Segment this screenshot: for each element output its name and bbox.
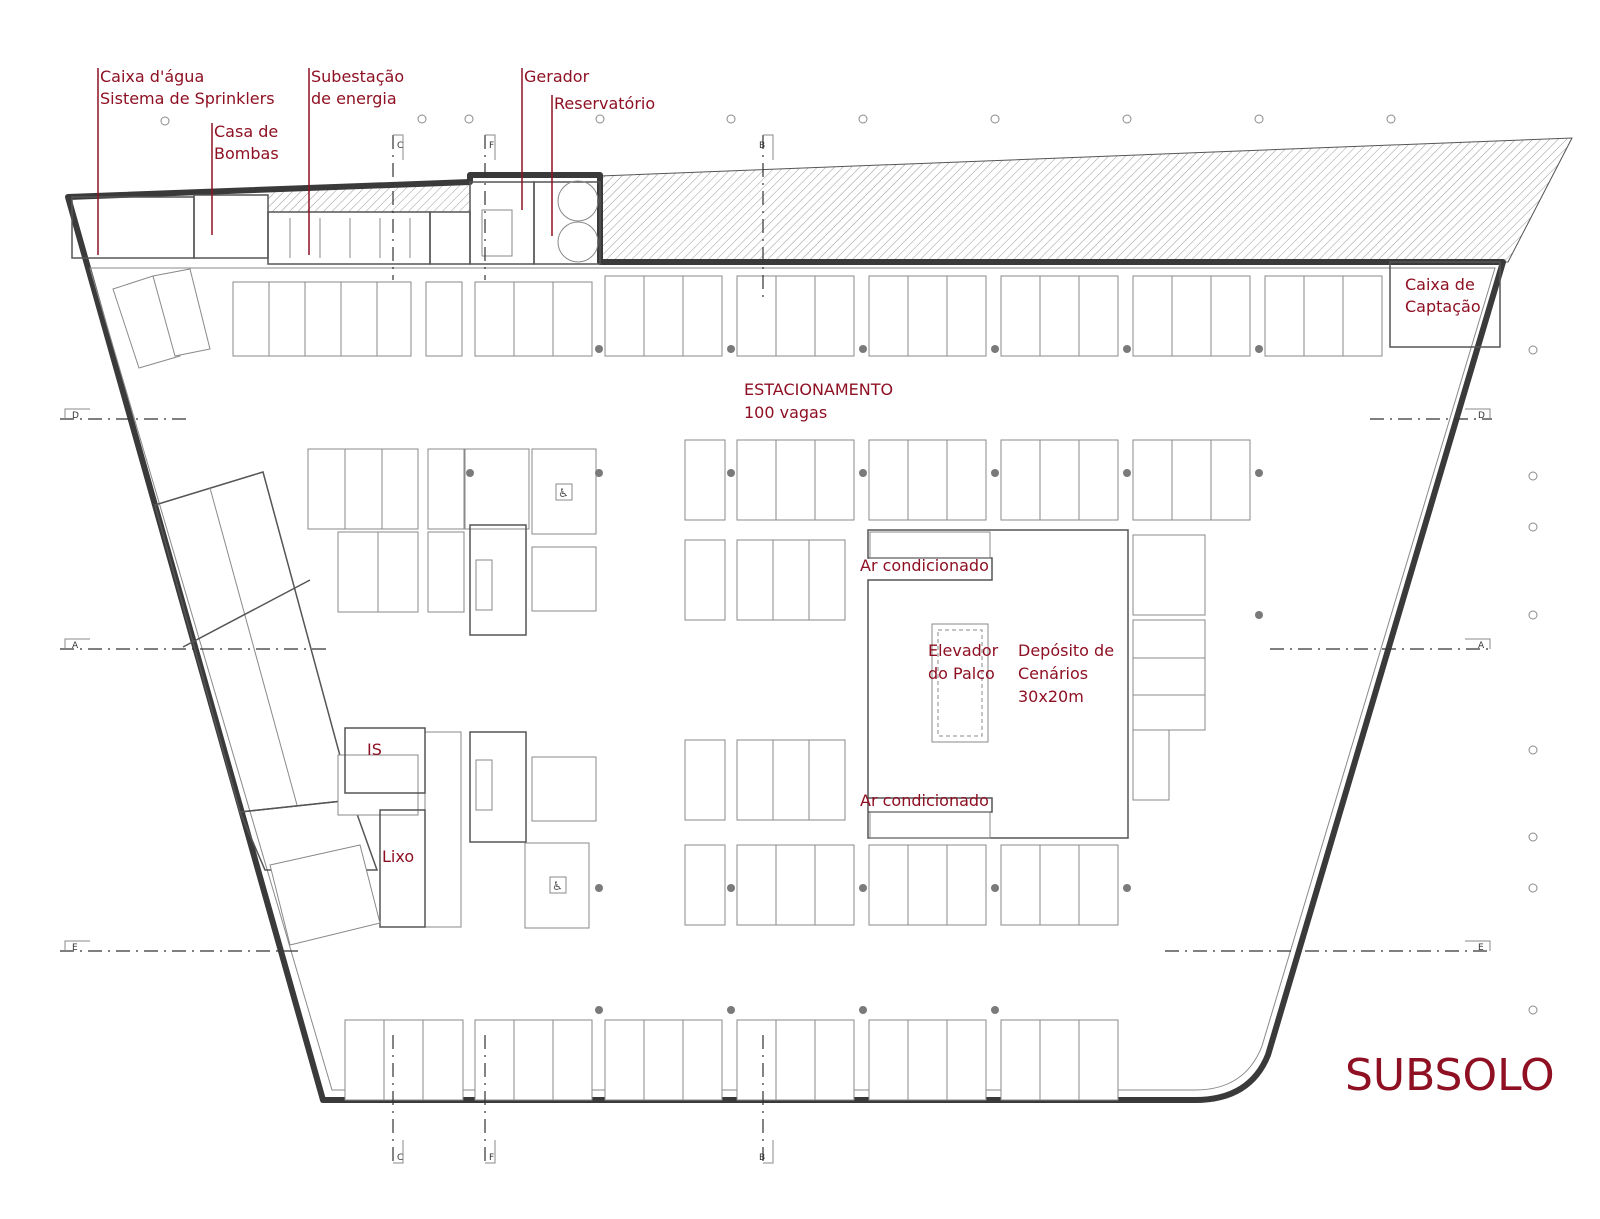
section-lines	[60, 135, 1492, 1163]
svg-text:♿: ♿	[552, 879, 563, 893]
label-captacao: Captação	[1405, 297, 1481, 316]
grid-axis-bubbles	[160, 114, 1538, 1015]
label-cenarios: Cenários	[1018, 664, 1088, 683]
label-elevador: Elevador	[928, 641, 999, 660]
label-leaders	[97, 68, 553, 255]
label-caixa-agua: Caixa d'água	[100, 67, 204, 86]
label-ar-condicionado-bottom: Ar condicionado	[860, 791, 989, 810]
section-mark-e-left: E	[72, 943, 78, 953]
ramp	[154, 471, 379, 871]
accessible-parking-icons: ♿ ♿	[549, 483, 573, 894]
label-subestacao: Subestação	[311, 67, 404, 86]
section-mark-f-bottom: F	[489, 1153, 494, 1163]
section-mark-d-right: D	[1478, 411, 1485, 421]
label-sprinklers: Sistema de Sprinklers	[100, 89, 275, 108]
section-mark-f-top: F	[489, 141, 494, 151]
label-do-palco: do Palco	[928, 664, 995, 683]
label-ar-condicionado-top: Ar condicionado	[860, 556, 989, 575]
parking-center-left	[307, 448, 597, 816]
label-is: IS	[367, 740, 382, 759]
deposito-room	[867, 529, 1129, 839]
label-gerador: Gerador	[524, 67, 590, 86]
svg-text:♿: ♿	[558, 486, 569, 500]
label-de-energia: de energia	[311, 89, 397, 108]
section-mark-c-top: C	[397, 141, 403, 151]
parking-center-left-lower	[344, 727, 597, 929]
section-markers: D D A A E E C F B C F B	[64, 134, 1491, 1164]
section-mark-a-left: A	[72, 641, 79, 651]
label-deposito: Depósito de	[1018, 641, 1114, 660]
stair-top	[469, 524, 527, 636]
top-service-rooms	[71, 180, 1501, 348]
label-casa-de: Casa de	[214, 122, 278, 141]
label-dimensions: 30x20m	[1018, 687, 1084, 706]
parking-center-right	[684, 439, 1251, 926]
stair-bottom	[469, 731, 527, 843]
section-mark-e-right: E	[1478, 943, 1484, 953]
label-vagas: 100 vagas	[744, 403, 827, 422]
label-estacionamento: ESTACIONAMENTO	[744, 380, 893, 399]
columns	[466, 345, 1263, 1014]
page-title: SUBSOLO	[1345, 1050, 1555, 1101]
section-mark-a-right: A	[1478, 641, 1485, 651]
parking-row-bottom	[269, 844, 1119, 1101]
label-bombas: Bombas	[214, 144, 279, 163]
labels: Caixa d'água Sistema de Sprinklers Casa …	[100, 67, 1555, 1101]
parking-row-top	[112, 268, 1383, 369]
section-mark-b-top: B	[759, 141, 765, 151]
hatched-earth-zone-right	[599, 137, 1573, 263]
section-mark-b-bottom: B	[759, 1153, 765, 1163]
label-lixo: Lixo	[382, 847, 414, 866]
outer-wall-inner	[89, 267, 1496, 1091]
label-caixa-de: Caixa de	[1405, 275, 1475, 294]
label-reservatorio: Reservatório	[554, 94, 655, 113]
section-mark-d-left: D	[72, 411, 79, 421]
section-mark-c-bottom: C	[397, 1153, 403, 1163]
